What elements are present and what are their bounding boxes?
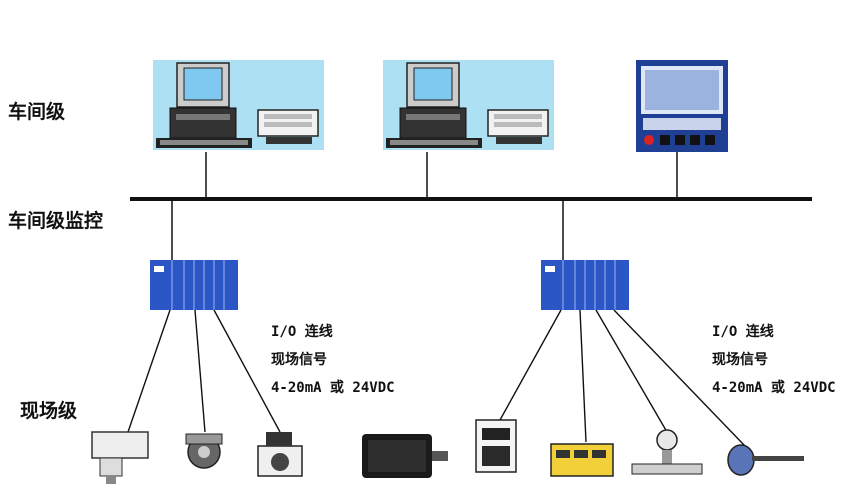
- io-note-line: I/O 连线: [271, 324, 333, 340]
- drive-icon: [475, 419, 517, 473]
- io-wire: [213, 309, 281, 433]
- plc-rack-icon: [150, 260, 238, 310]
- level-label-workshop: 车间级: [8, 101, 66, 123]
- io-note-line: 现场信号: [712, 352, 768, 368]
- printer-icon: [257, 109, 319, 144]
- io-note-line: 现场信号: [271, 352, 327, 368]
- io-note-right: I/O 连线 现场信号 4-20mA 或 24VDC: [712, 318, 836, 402]
- level-label-field: 现场级: [20, 400, 78, 422]
- io-wire: [579, 309, 587, 443]
- hmi-panel-icon: [636, 60, 728, 152]
- io-note-line: 4-20mA 或 24VDC: [712, 380, 836, 396]
- io-wire: [595, 309, 668, 433]
- valve-icon: [257, 432, 303, 477]
- io-module-icon: [550, 443, 614, 477]
- actuator-icon: [91, 431, 149, 484]
- level-label-workshop-monitor: 车间级监控: [8, 210, 104, 232]
- valve-icon: [185, 433, 223, 469]
- io-note-line: 4-20mA 或 24VDC: [271, 380, 395, 396]
- io-note-line: I/O 连线: [712, 324, 774, 340]
- servo-motor-icon: [362, 434, 448, 478]
- io-wire: [499, 309, 562, 421]
- sensor-probe-icon: [727, 444, 804, 476]
- io-wire: [613, 309, 746, 447]
- flowmeter-icon: [631, 429, 703, 475]
- plc-rack-icon: [541, 260, 629, 310]
- io-note-left: I/O 连线 现场信号 4-20mA 或 24VDC: [271, 318, 395, 402]
- io-wire: [194, 309, 206, 433]
- printer-icon: [487, 109, 549, 144]
- io-wire: [127, 309, 171, 433]
